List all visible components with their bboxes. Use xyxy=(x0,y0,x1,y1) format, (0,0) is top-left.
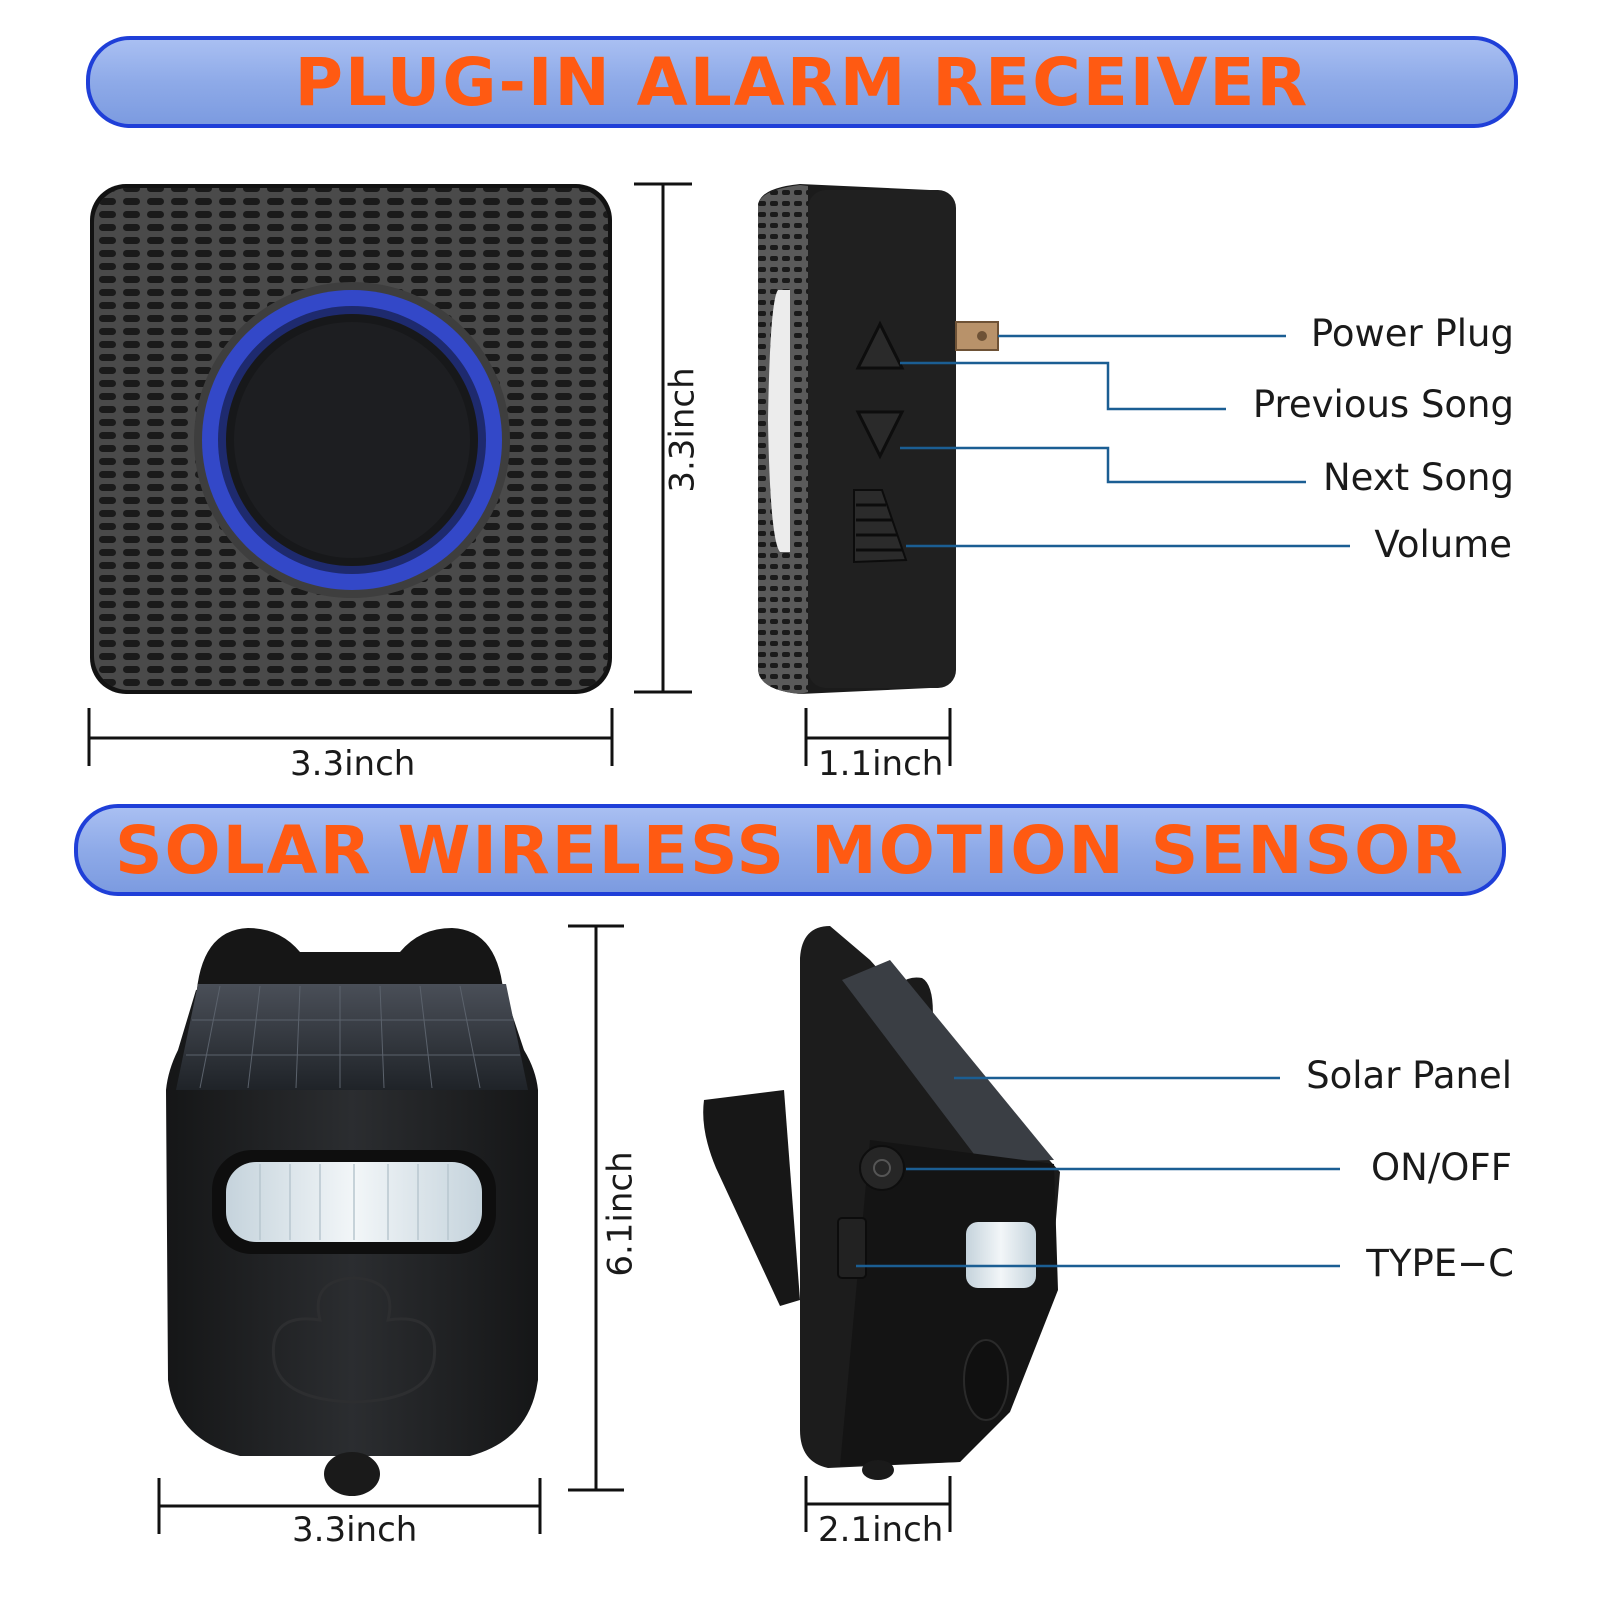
type-c-label: TYPE−C xyxy=(1366,1242,1514,1285)
receiver-side-view xyxy=(758,184,999,694)
solar-panel-front xyxy=(176,984,528,1090)
receiver-title-banner: PLUG-IN ALARM RECEIVER xyxy=(86,36,1518,128)
next-song-button[interactable] xyxy=(855,410,905,460)
receiver-depth-dimension xyxy=(804,708,952,766)
receiver-height-label: 3.3inch xyxy=(662,367,703,493)
sensor-side-view xyxy=(703,926,1060,1480)
sensor-front-view xyxy=(166,928,538,1496)
previous-song-button[interactable] xyxy=(855,320,905,370)
sensor-depth-label: 2.1inch xyxy=(818,1510,944,1550)
sensor-width-label: 3.3inch xyxy=(292,1510,418,1550)
receiver-height-dimension xyxy=(634,182,692,694)
receiver-width-label: 3.3inch xyxy=(290,744,416,784)
sensor-title: SOLAR WIRELESS MOTION SENSOR xyxy=(114,811,1466,889)
solar-panel-label: Solar Panel xyxy=(1306,1054,1512,1097)
on-off-label: ON/OFF xyxy=(1371,1146,1512,1189)
sensor-depth-dimension xyxy=(804,1476,952,1532)
volume-label: Volume xyxy=(1374,523,1512,566)
on-off-button[interactable] xyxy=(859,1145,905,1191)
sensor-height-label: 6.1inch xyxy=(600,1151,641,1277)
receiver-callout-lines xyxy=(900,334,1350,548)
receiver-title: PLUG-IN ALARM RECEIVER xyxy=(294,43,1310,121)
receiver-width-dimension xyxy=(87,708,614,766)
pir-lens-side xyxy=(966,1222,1036,1288)
next-song-label: Next Song xyxy=(1322,456,1514,499)
power-plug-label: Power Plug xyxy=(1310,312,1514,355)
volume-wheel[interactable] xyxy=(853,489,908,564)
sensor-height-dimension xyxy=(568,924,624,1492)
sensor-callout-lines xyxy=(856,1076,1340,1268)
mounting-bracket xyxy=(703,1090,800,1306)
sensor-width-dimension xyxy=(157,1478,542,1534)
receiver-depth-label: 1.1inch xyxy=(818,744,944,784)
previous-song-label: Previous Song xyxy=(1252,383,1514,426)
sensor-title-banner: SOLAR WIRELESS MOTION SENSOR xyxy=(74,804,1506,896)
type-c-port xyxy=(837,1217,867,1279)
solar-panel-side xyxy=(842,960,1054,1162)
receiver-front-view xyxy=(90,184,612,694)
